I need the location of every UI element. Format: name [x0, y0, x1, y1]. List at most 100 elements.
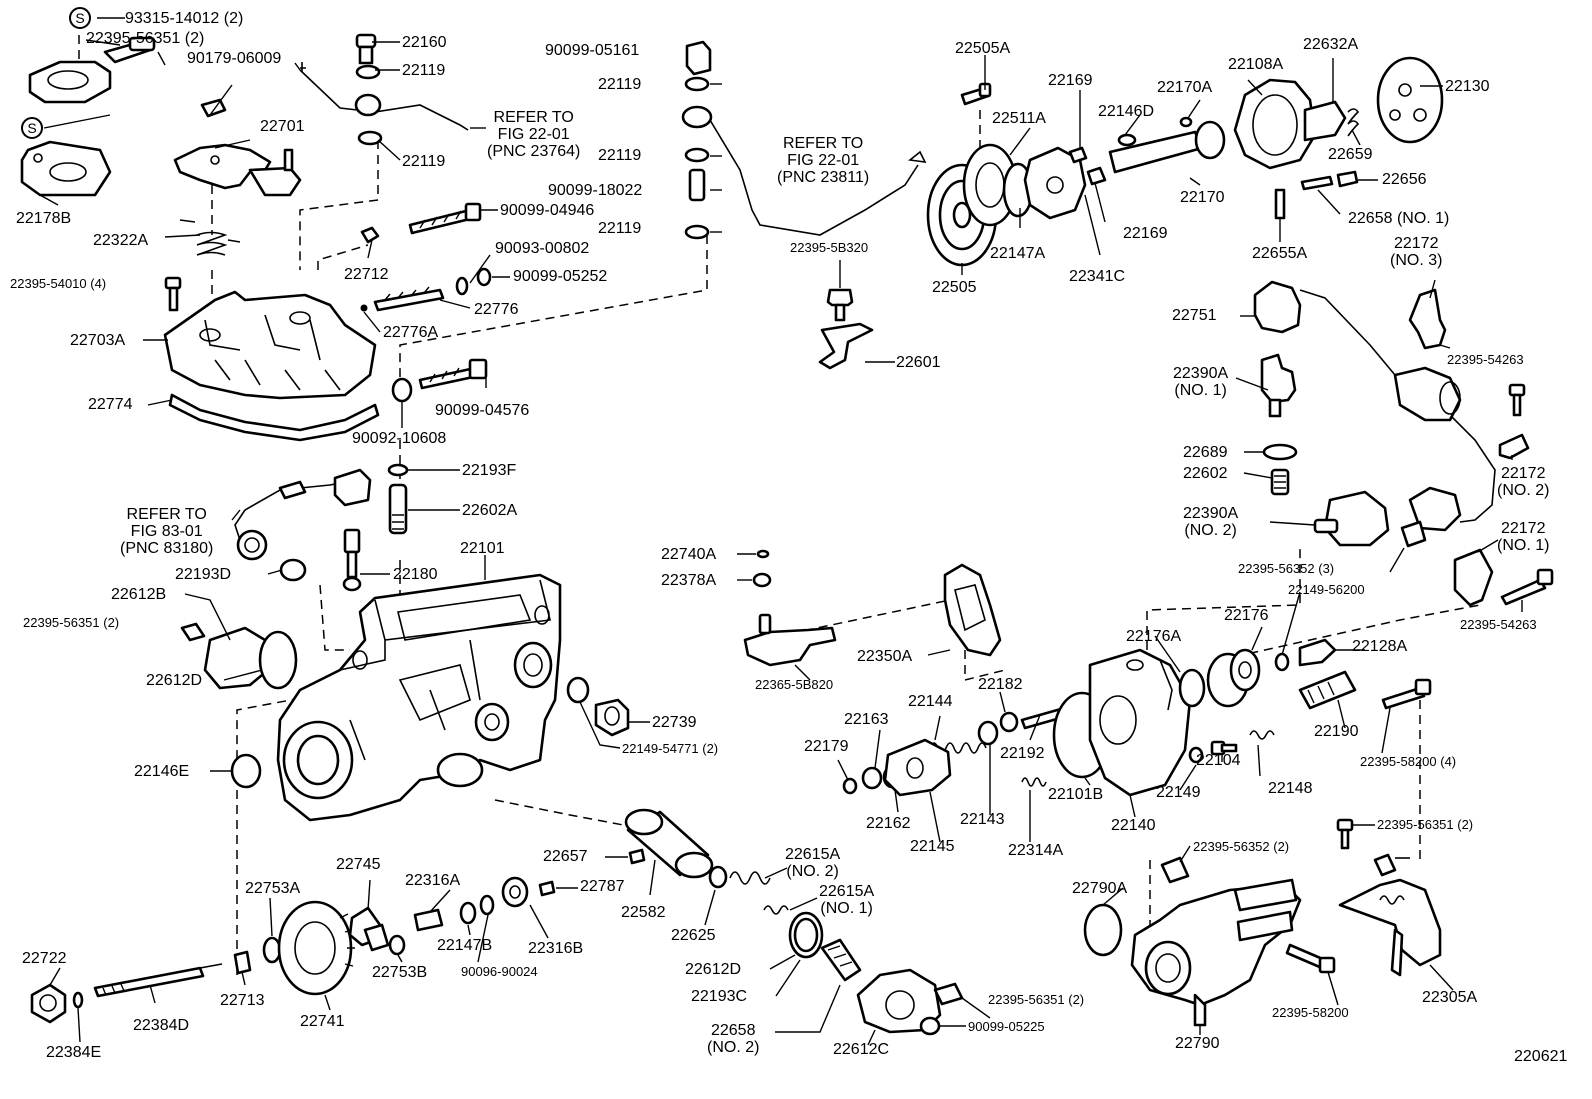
- label-22656: 22656: [1382, 171, 1427, 188]
- bracket-22172-no1: [1453, 548, 1494, 607]
- sleeve-22146e: [230, 753, 262, 789]
- washer-22753a: [262, 936, 282, 964]
- clip-22656: [1336, 170, 1359, 188]
- label-22305a: 22305A: [1422, 989, 1478, 1006]
- pin-22658-no1: [1300, 175, 1334, 191]
- label-22395-56351-a: 22395-56351 (2): [86, 30, 205, 47]
- bolt-22395-58200: [1285, 943, 1336, 974]
- washer-22182: [999, 711, 1019, 733]
- oring-22193d: [279, 558, 307, 582]
- oring-22176a: [1178, 668, 1206, 708]
- label-22143: 22143: [960, 811, 1005, 828]
- label-22395-56351-b: 22395-56351 (2): [23, 615, 120, 630]
- label-22659: 22659: [1328, 146, 1373, 163]
- washer-22143: [977, 720, 999, 746]
- oring-22689: [1262, 443, 1298, 461]
- bolt-22395-56351-b: [180, 622, 206, 642]
- sensor-switch-assembly: [28, 36, 156, 104]
- label-22701: 22701: [260, 118, 305, 135]
- bracket-22601: [818, 322, 874, 370]
- label-refer-fig-83-01-83180: REFER TO FIG 83-01 (PNC 83180): [120, 506, 214, 557]
- label-22612c: 22612C: [833, 1041, 890, 1058]
- screw-22104: [1210, 740, 1238, 756]
- label-22149: 22149: [1156, 784, 1201, 801]
- sensor-cable-22172: [1393, 366, 1496, 532]
- label-22322a: 22322A: [93, 232, 149, 249]
- label-22119-e: 22119: [598, 220, 642, 237]
- clip-22172-no2: [1498, 433, 1530, 460]
- oring-22193f: [387, 463, 409, 477]
- label-22179: 22179: [804, 738, 849, 755]
- cover-22612b: [203, 626, 270, 690]
- valve-22390a-no2: [1313, 490, 1390, 547]
- label-22146d: 22146D: [1098, 103, 1155, 120]
- label-22119-d: 22119: [598, 147, 642, 164]
- label-22395-54010: 22395-54010 (4): [10, 276, 107, 291]
- label-22612d-b: 22612D: [685, 961, 742, 978]
- bolt-22395-56351-c: [1336, 818, 1354, 850]
- bolt-22395-58200-4: [1381, 678, 1432, 710]
- nut-22712: [360, 226, 380, 244]
- label-22395-56352-b: 22395-56352 (2): [1193, 839, 1290, 854]
- label-22395-58200: 22395-58200: [1272, 1005, 1349, 1020]
- label-22713: 22713: [220, 992, 265, 1009]
- label-22176: 22176: [1224, 607, 1269, 624]
- label-22193d: 22193D: [175, 566, 232, 583]
- nut-22722: [30, 983, 67, 1024]
- label-22169-b: 22169: [1123, 225, 1168, 242]
- label-90099-04576: 90099-04576: [435, 402, 530, 419]
- washer-22753b: [388, 934, 406, 956]
- label-22740a: 22740A: [661, 546, 717, 563]
- bolt-90099-04576: [418, 358, 488, 390]
- label-22390a-no2: 22390A (NO. 2): [1183, 505, 1239, 539]
- piston-22582: [624, 808, 714, 879]
- label-22101: 22101: [460, 540, 505, 557]
- label-22774: 22774: [88, 396, 133, 413]
- bolt-22505a: [960, 82, 992, 106]
- label-22712: 22712: [344, 266, 389, 283]
- label-22776a: 22776A: [383, 324, 439, 341]
- service-part-s-icon: S: [21, 117, 43, 139]
- label-22144: 22144: [908, 693, 953, 710]
- label-22119-b: 22119: [402, 153, 446, 170]
- label-22182: 22182: [978, 676, 1023, 693]
- sleeve-22316a: [413, 908, 444, 932]
- pin-22602a: [388, 483, 408, 535]
- label-22170a: 22170A: [1157, 79, 1213, 96]
- pin-22657: [628, 848, 646, 865]
- bolt-22395-54263-a: [1508, 383, 1526, 417]
- feed-pump-22140: [1088, 648, 1192, 797]
- bolt-22395-54010: [164, 276, 182, 312]
- plate-22145: [883, 738, 952, 797]
- bolt-22395-56352-a: [1400, 520, 1427, 548]
- label-22745: 22745: [336, 856, 381, 873]
- label-22128a: 22128A: [1352, 638, 1408, 655]
- label-22602a: 22602A: [462, 502, 518, 519]
- label-22160: 22160: [402, 34, 447, 51]
- label-22390a-no1: 22390A (NO. 1): [1173, 365, 1229, 399]
- label-22146e: 22146E: [134, 763, 190, 780]
- cover-22612c: [856, 968, 942, 1034]
- plate-22130: [1376, 56, 1444, 144]
- label-22582: 22582: [621, 904, 666, 921]
- label-22176a: 22176A: [1126, 628, 1182, 645]
- washer-22147b: [459, 901, 477, 925]
- spring-22314a: [1021, 777, 1047, 787]
- fitting-22190: [1298, 670, 1357, 710]
- nut-90099-05252: [476, 267, 492, 287]
- ring-90096: [479, 894, 495, 916]
- label-22615a-no2: 22615A (NO. 2): [785, 846, 841, 880]
- spring-22148: [1249, 730, 1275, 740]
- label-22316a: 22316A: [405, 872, 461, 889]
- washer-22740a: [756, 549, 770, 559]
- pin-22787: [538, 880, 556, 897]
- key-22169-a: [1068, 146, 1088, 164]
- label-22395-56351-c: 22395-56351 (2): [1377, 817, 1474, 832]
- washer-90093: [455, 276, 469, 296]
- washer-22170a: [1179, 116, 1193, 128]
- label-22722: 22722: [22, 950, 67, 967]
- label-22739: 22739: [652, 714, 697, 731]
- label-22169-a: 22169: [1048, 72, 1093, 89]
- label-refer-fig-22-01-23811: REFER TO FIG 22-01 (PNC 23811): [777, 135, 870, 186]
